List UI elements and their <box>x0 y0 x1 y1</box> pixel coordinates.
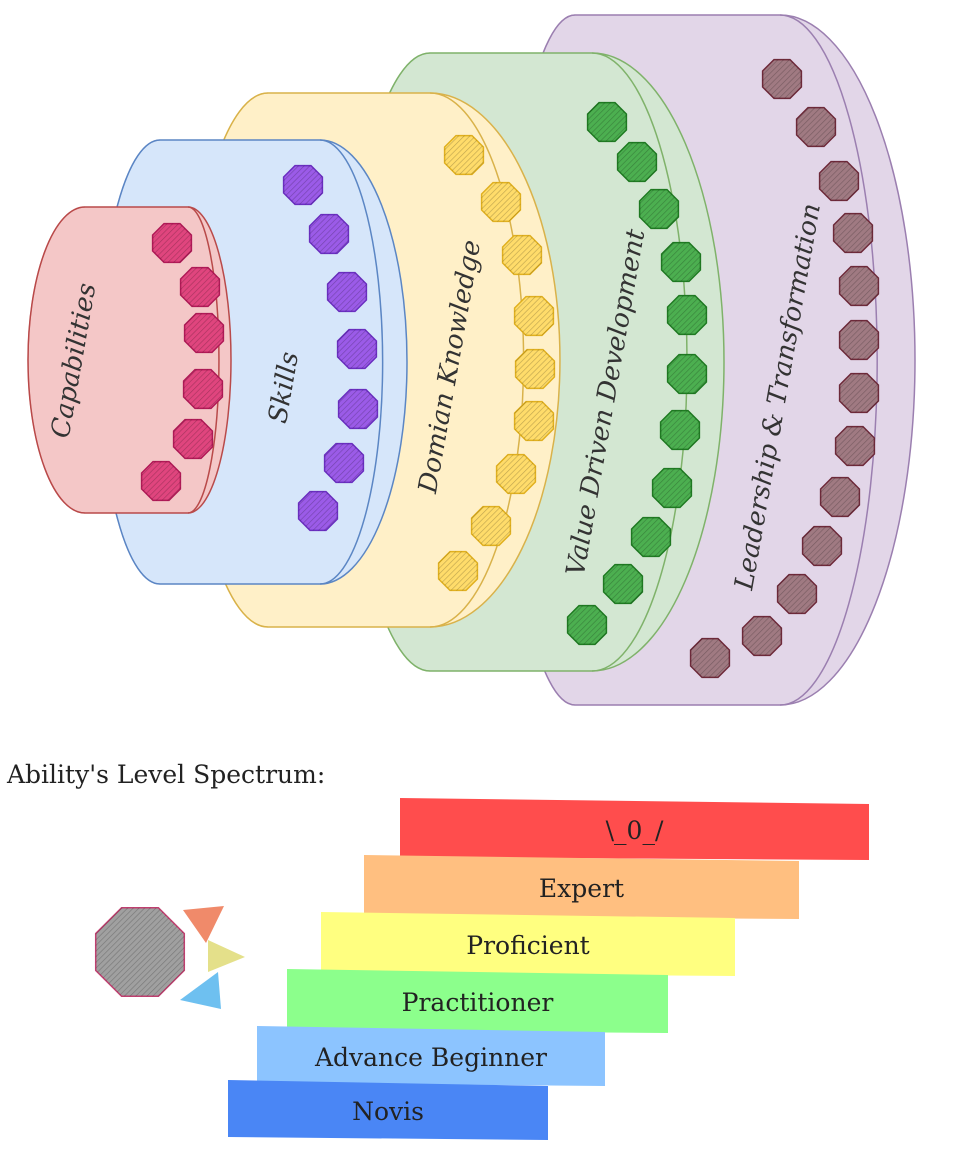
badge-icon <box>183 312 225 354</box>
arrow-triangle-icon <box>208 940 245 972</box>
badge-icon <box>326 271 368 313</box>
level-step: Proficient <box>321 912 735 976</box>
level-bar <box>257 1026 605 1086</box>
badge-icon <box>832 212 874 254</box>
badge-icon <box>838 319 880 361</box>
level-bar <box>321 912 735 976</box>
level-bar <box>364 855 799 919</box>
level-label: Advance Beginner <box>314 1043 547 1072</box>
badge-icon <box>586 101 628 143</box>
badge-icon <box>651 467 693 509</box>
badge-icon <box>616 141 658 183</box>
badge-icon <box>495 453 537 495</box>
badge-icon <box>838 372 880 414</box>
badge-icon <box>140 460 182 502</box>
level-label: \_0_/ <box>606 816 664 845</box>
level-bar <box>228 1080 548 1140</box>
badge-icon <box>308 213 350 255</box>
layer-inner-edge <box>319 139 384 585</box>
badge-icon <box>323 442 365 484</box>
badge-icon <box>297 490 339 532</box>
badge-icon <box>689 637 731 679</box>
badge-icon <box>819 476 861 518</box>
badge-icon <box>336 328 378 370</box>
badge-icon <box>666 294 708 336</box>
layer-1 <box>27 206 232 514</box>
arrow-triangle-icon <box>180 972 221 1009</box>
level-step: Practitioner <box>287 969 668 1033</box>
badge-icon <box>602 563 644 605</box>
badge-icon <box>513 400 555 442</box>
badge-icon <box>566 604 608 646</box>
level-step: Advance Beginner <box>257 1026 605 1086</box>
level-label: Proficient <box>466 931 589 960</box>
badge-icon <box>630 516 672 558</box>
badge-icon <box>801 525 843 567</box>
layer-inner-edge <box>187 206 220 514</box>
layers-group <box>27 14 916 706</box>
badge-icon <box>182 368 224 410</box>
badge-icon <box>470 505 512 547</box>
octagon-badge-icon <box>94 906 186 998</box>
badge-icon <box>480 181 522 223</box>
level-step: Expert <box>364 855 799 919</box>
level-steps: \_0_/ ExpertProficientPractitionerAdvance… <box>228 798 869 1140</box>
level-step: Novis <box>228 1080 548 1140</box>
badge-icon <box>282 164 324 206</box>
badge-icon <box>660 241 702 283</box>
badge-icon <box>776 573 818 615</box>
layer-front-edge <box>27 206 86 514</box>
badge-icon <box>834 425 876 467</box>
legend-icon <box>94 906 245 1009</box>
level-label: Practitioner <box>402 988 554 1017</box>
level-bar <box>287 969 668 1033</box>
badge-icon <box>638 188 680 230</box>
badge-icon <box>179 266 221 308</box>
level-label: Expert <box>539 874 624 903</box>
badge-icon <box>838 265 880 307</box>
badge-icon <box>513 295 555 337</box>
badge-icon <box>337 388 379 430</box>
badge-icon <box>172 418 214 460</box>
badge-icon <box>741 615 783 657</box>
level-step: \_0_/ <box>400 798 869 860</box>
badge-icon <box>514 348 556 390</box>
layer-inner-edge <box>779 14 878 706</box>
badge-icon <box>501 234 543 276</box>
level-label: Novis <box>352 1097 424 1126</box>
spectrum-title: Ability's Level Spectrum: <box>7 760 326 789</box>
badge-icon <box>666 353 708 395</box>
badge-icon <box>795 106 837 148</box>
badge-icon <box>443 134 485 176</box>
badge-icon <box>437 550 479 592</box>
level-bar <box>400 798 869 860</box>
badge-icon <box>818 160 860 202</box>
arrow-triangle-icon <box>183 906 224 943</box>
badge-icon <box>761 58 803 100</box>
badge-icon <box>151 222 193 264</box>
badge-icon <box>659 409 701 451</box>
